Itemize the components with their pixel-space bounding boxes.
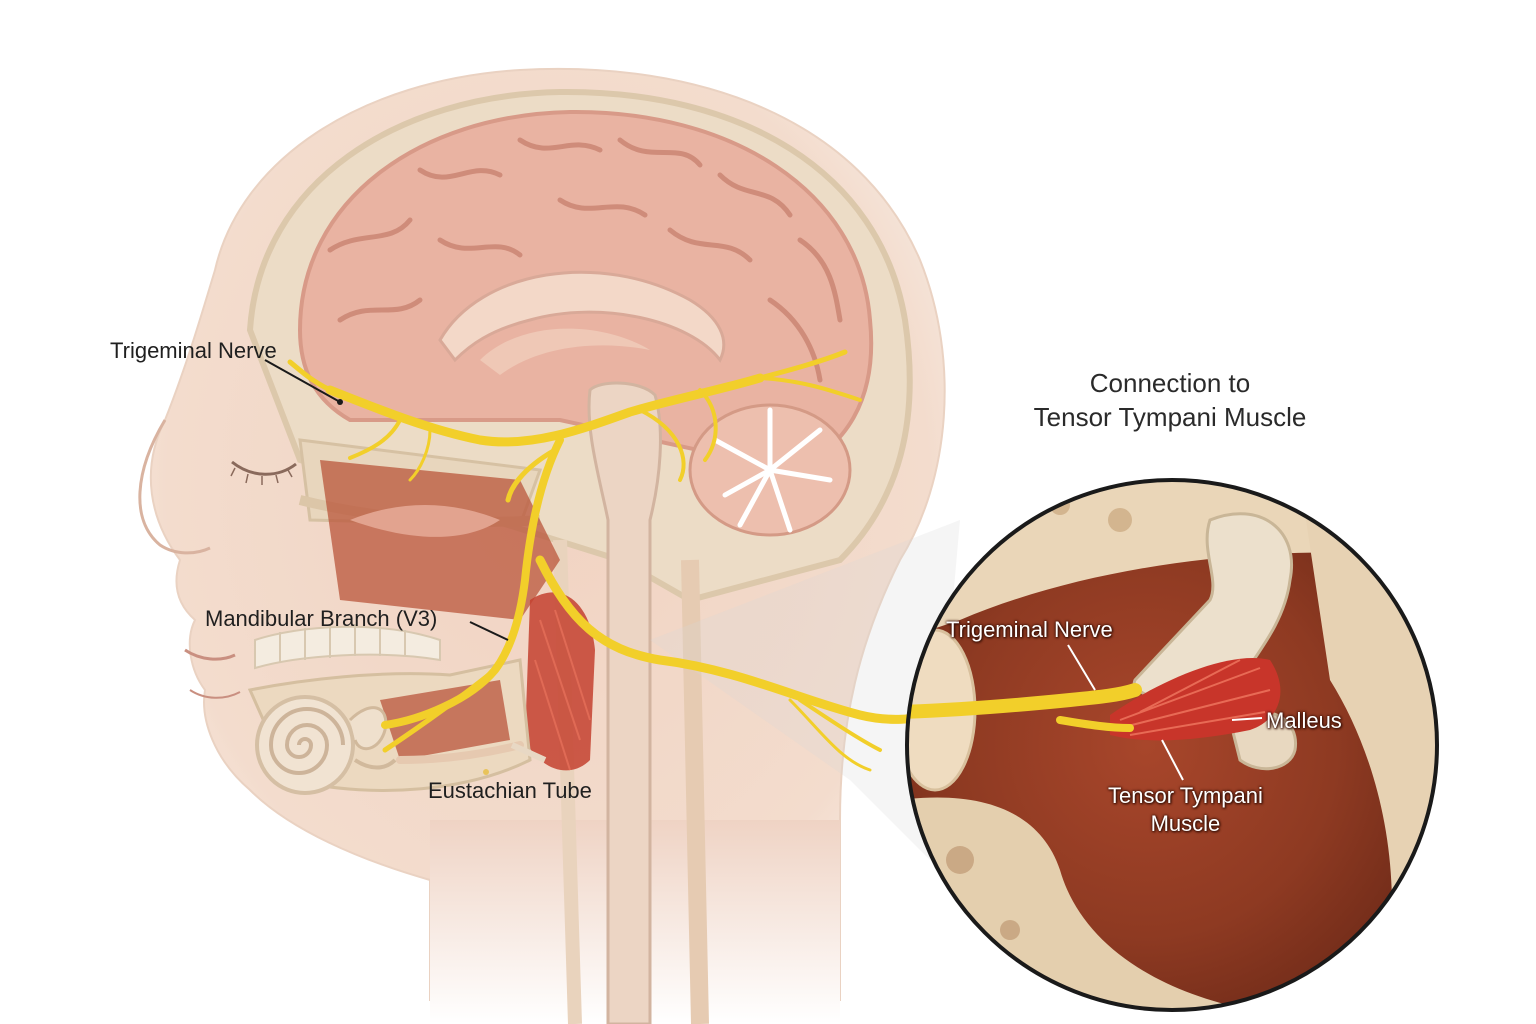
leader-mandibular (469, 621, 509, 641)
brain (297, 109, 874, 473)
inset-label-tensor-tympani-line2: Muscle (1150, 811, 1221, 836)
zoom-connector (650, 520, 960, 860)
inset-label-malleus: Malleus (1266, 708, 1342, 733)
eustachian-tube (396, 741, 547, 764)
leader-lines (264, 359, 509, 641)
leader-inset-trigeminal (1067, 644, 1096, 691)
inset-label-trigeminal-nerve: Trigeminal Nerve (946, 617, 1113, 642)
pharynx-muscle (525, 592, 595, 771)
leader-dot (483, 769, 489, 775)
inset-magnification (905, 478, 1439, 1012)
label-trigeminal-nerve: Trigeminal Nerve (110, 338, 277, 363)
leader-malleus (1231, 717, 1263, 721)
label-eustachian-tube: Eustachian Tube (428, 778, 592, 803)
inset-label-tensor-tympani-line1: Tensor Tympani (1108, 783, 1263, 808)
leader-tensor-tympani (1161, 739, 1184, 781)
inset-title-line1: Connection to (1089, 368, 1251, 398)
label-mandibular-branch: Mandibular Branch (V3) (205, 606, 438, 631)
inset-title: Connection to Tensor Tympani Muscle (980, 366, 1360, 434)
cerebellum (688, 403, 852, 537)
trigeminal-nerve-path (287, 349, 965, 772)
inset-label-tensor-tympani: Tensor Tympani Muscle (1108, 782, 1263, 838)
inset-leader-lines (1067, 644, 1263, 781)
nasal-oral-cavity (320, 460, 560, 620)
teeth (254, 624, 441, 670)
leader-dot (337, 399, 343, 405)
leader-trigeminal (264, 359, 341, 403)
inset-title-line2: Tensor Tympani Muscle (1033, 402, 1307, 432)
cochlea (255, 695, 397, 795)
